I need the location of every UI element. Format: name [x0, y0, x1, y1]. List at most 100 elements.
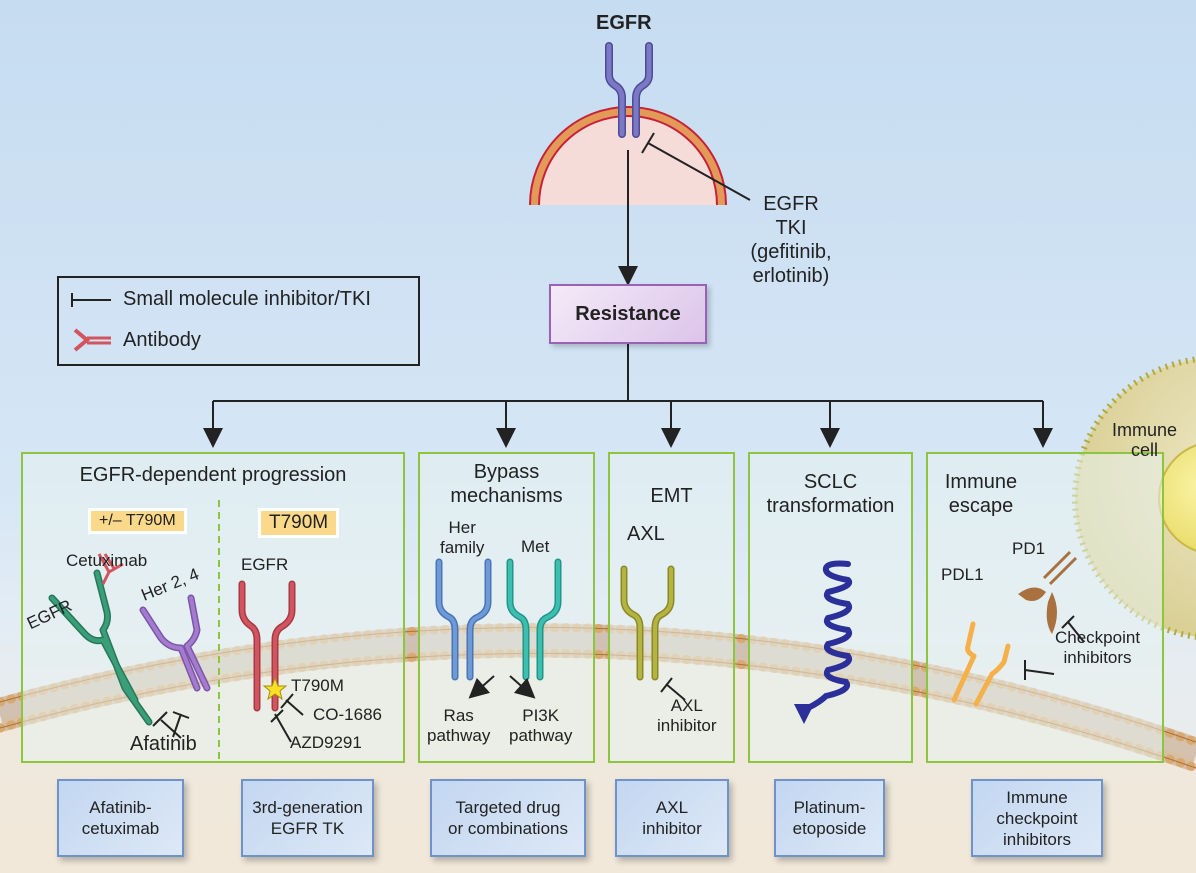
- immune-cell-line-2: cell: [1131, 440, 1159, 460]
- tki-line-2: TKI: [775, 217, 807, 239]
- label-pdl1: PDL1: [941, 565, 984, 584]
- label-azd9291: AZD9291: [290, 733, 362, 752]
- checkpoint-inhibitor-lines: [1024, 615, 1085, 680]
- pdl1-receptor: [951, 621, 1011, 707]
- panel-egfr-dependent: [21, 452, 405, 763]
- sclc-wavy-arrow-icon: [794, 560, 852, 724]
- tki-line-4: erlotinib): [752, 265, 830, 287]
- therapy-1-line-2: EGFR TK: [270, 819, 345, 838]
- therapy-targeted-drug: Targeted drug or combinations: [430, 779, 586, 857]
- therapy-axl-inhibitor: AXL inhibitor: [615, 779, 729, 857]
- ras-line-1: Ras: [443, 706, 474, 725]
- legend-label-antibody: Antibody: [123, 328, 201, 351]
- panel-title-bypass: Bypass mechanisms: [418, 460, 595, 508]
- therapy-5-line-1: Immune: [1006, 787, 1068, 807]
- immune-escape-title-2: escape: [948, 495, 1014, 517]
- bypass-title-1: Bypass: [473, 461, 540, 483]
- her24-receptor: [139, 594, 211, 692]
- egfr-title: EGFR: [596, 12, 652, 34]
- label-pi3k-pathway: PI3K pathway: [509, 706, 572, 746]
- panel-immune-escape: [926, 452, 1164, 763]
- legend: Small molecule inhibitor/TKI Antibody: [57, 276, 420, 366]
- therapy-5-line-2: checkpoint: [996, 808, 1078, 828]
- met-receptor: [506, 558, 562, 681]
- legend-label-inhibitor: Small molecule inhibitor/TKI: [123, 288, 371, 310]
- t790m-mutation-star-icon: [262, 676, 288, 701]
- panel-bypass: [418, 452, 595, 763]
- therapy-4-line-1: Platinum-: [793, 798, 866, 817]
- label-afatinib: Afatinib: [130, 733, 197, 755]
- inhibitor-bar-icon: [71, 292, 111, 307]
- label-axl-inhibitor: AXL inhibitor: [657, 696, 717, 736]
- panel-title-emt: EMT: [650, 485, 693, 507]
- ras-line-2: pathway: [427, 726, 491, 745]
- panel-title-immune-escape: Immune escape: [926, 470, 1036, 518]
- label-egfr-red: EGFR: [241, 555, 289, 574]
- label-met: Met: [521, 537, 550, 556]
- therapy-1-line-1: 3rd-generation: [252, 798, 363, 817]
- resistance-label: Resistance: [575, 302, 681, 325]
- label-pd1: PD1: [1012, 539, 1046, 558]
- resistance-box: Resistance: [549, 284, 707, 344]
- sclc-title-2: transformation: [766, 495, 895, 517]
- label-her-family: Her family: [440, 518, 484, 558]
- t790m-inhibitor-lines: [270, 693, 304, 743]
- egfr-t790m-receptor: [238, 580, 296, 712]
- panel-immune-escape-art: [951, 550, 1085, 707]
- tki-line-3: (gefitinib,: [750, 241, 832, 263]
- label-checkpoint-inhibitors: Checkpoint inhibitors: [1055, 628, 1140, 668]
- therapy-3-line-2: inhibitor: [642, 819, 702, 838]
- sclc-title-1: SCLC: [803, 471, 858, 493]
- therapy-2-line-2: or combinations: [447, 819, 568, 838]
- therapy-0-line-1: Afatinib-: [89, 798, 152, 817]
- label-axl: AXL: [627, 523, 665, 545]
- pd1-receptor: [1018, 550, 1078, 634]
- label-immune-cell: Immune cell: [1112, 420, 1177, 460]
- panel-bypass-art: [435, 558, 562, 699]
- therapy-4-line-2: etoposide: [792, 819, 867, 838]
- therapy-afatinib-cetuximab: Afatinib-cetuximab: [57, 779, 184, 857]
- legend-item-antibody: Antibody: [69, 328, 201, 352]
- tki-inhibitor-line: [641, 132, 751, 201]
- her-family-line-1: Her: [448, 518, 476, 537]
- her-family-line-2: family: [440, 538, 485, 557]
- egfr-tki-label: EGFR TKI (gefitinib, erlotinib): [746, 192, 836, 288]
- antibody-icon: [73, 328, 111, 352]
- checkpoint-line-1: Checkpoint: [1055, 628, 1141, 647]
- label-t790m-site: T790M: [291, 676, 344, 695]
- cetuximab-antibody-icon: [97, 553, 124, 585]
- bypass-title-2: mechanisms: [450, 485, 563, 507]
- axl-inhibitor-line-1: AXL: [670, 696, 703, 715]
- label-ras-pathway: Ras pathway: [427, 706, 490, 746]
- panel-emt-art: [620, 565, 686, 701]
- legend-item-inhibitor: Small molecule inhibitor/TKI: [69, 288, 371, 311]
- therapy-5-line-3: inhibitors: [1002, 829, 1072, 849]
- axl-receptor: [620, 565, 675, 681]
- tag-t790m: T790M: [258, 508, 340, 538]
- tag-plus-minus-t790m: +/– T790M: [88, 508, 187, 534]
- panel-sclc: [748, 452, 913, 763]
- panel-title-sclc: SCLC transformation: [748, 470, 913, 518]
- therapy-3-line-1: AXL: [655, 798, 689, 817]
- panel-egfr-dependent-art: [48, 500, 304, 760]
- label-cetuximab: Cetuximab: [66, 551, 148, 570]
- tki-line-1: EGFR: [763, 193, 819, 215]
- egfr-receptor-top: [605, 42, 653, 138]
- therapy-0-line-2: cetuximab: [81, 819, 160, 838]
- therapy-platinum-etoposide: Platinum-etoposide: [774, 779, 885, 857]
- pi3k-line-2: pathway: [509, 726, 573, 745]
- therapy-2-line-1: Targeted drug: [455, 798, 561, 817]
- branch-connectors: [203, 344, 1053, 448]
- panel-title-egfr-dependent: EGFR-dependent progression: [79, 464, 347, 486]
- checkpoint-line-2: inhibitors: [1063, 648, 1132, 667]
- afatinib-inhibitor-lines: [152, 711, 190, 739]
- axl-inhibitor-line-2: inhibitor: [657, 716, 717, 735]
- pathway-arrows: [468, 675, 536, 699]
- immune-escape-title-1: Immune: [944, 471, 1018, 493]
- axl-inhibitor-line: [660, 677, 686, 701]
- label-co1686: CO-1686: [313, 705, 382, 724]
- egfr-green-receptor: [48, 569, 153, 726]
- pi3k-line-1: PI3K: [522, 706, 560, 725]
